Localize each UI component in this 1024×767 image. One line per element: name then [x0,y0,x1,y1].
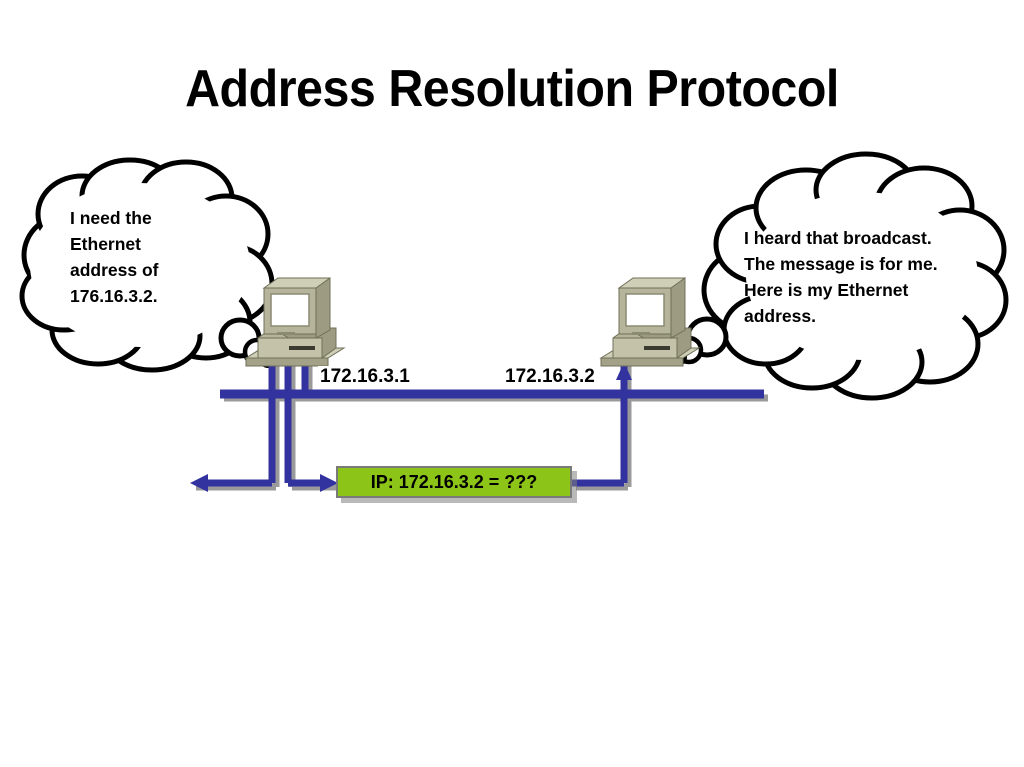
arp-query-box: IP: 172.16.3.2 = ??? [336,466,572,498]
thought-bubble-left [19,157,277,373]
computer-right-host [599,277,701,367]
arrow-left-broadcast [190,474,272,492]
ip-label-left-host: 172.16.3.1 [318,366,412,388]
thought-bubble-left-text: I need the Ethernet address of 176.16.3.… [70,208,159,306]
thought-bubble-right [669,151,1009,401]
computer-left-host [244,277,346,367]
arp-query-label: IP: 172.16.3.2 = ??? [370,471,538,492]
arrow-up-to-right-host [616,362,632,394]
ip-label-right-host: 172.16.3.2 [503,366,597,388]
page-title: Address Resolution Protocol [185,60,839,118]
thought-bubble-right-text: I heard that broadcast. The message is f… [744,228,938,326]
arrow-right-into-query-box [288,474,338,492]
